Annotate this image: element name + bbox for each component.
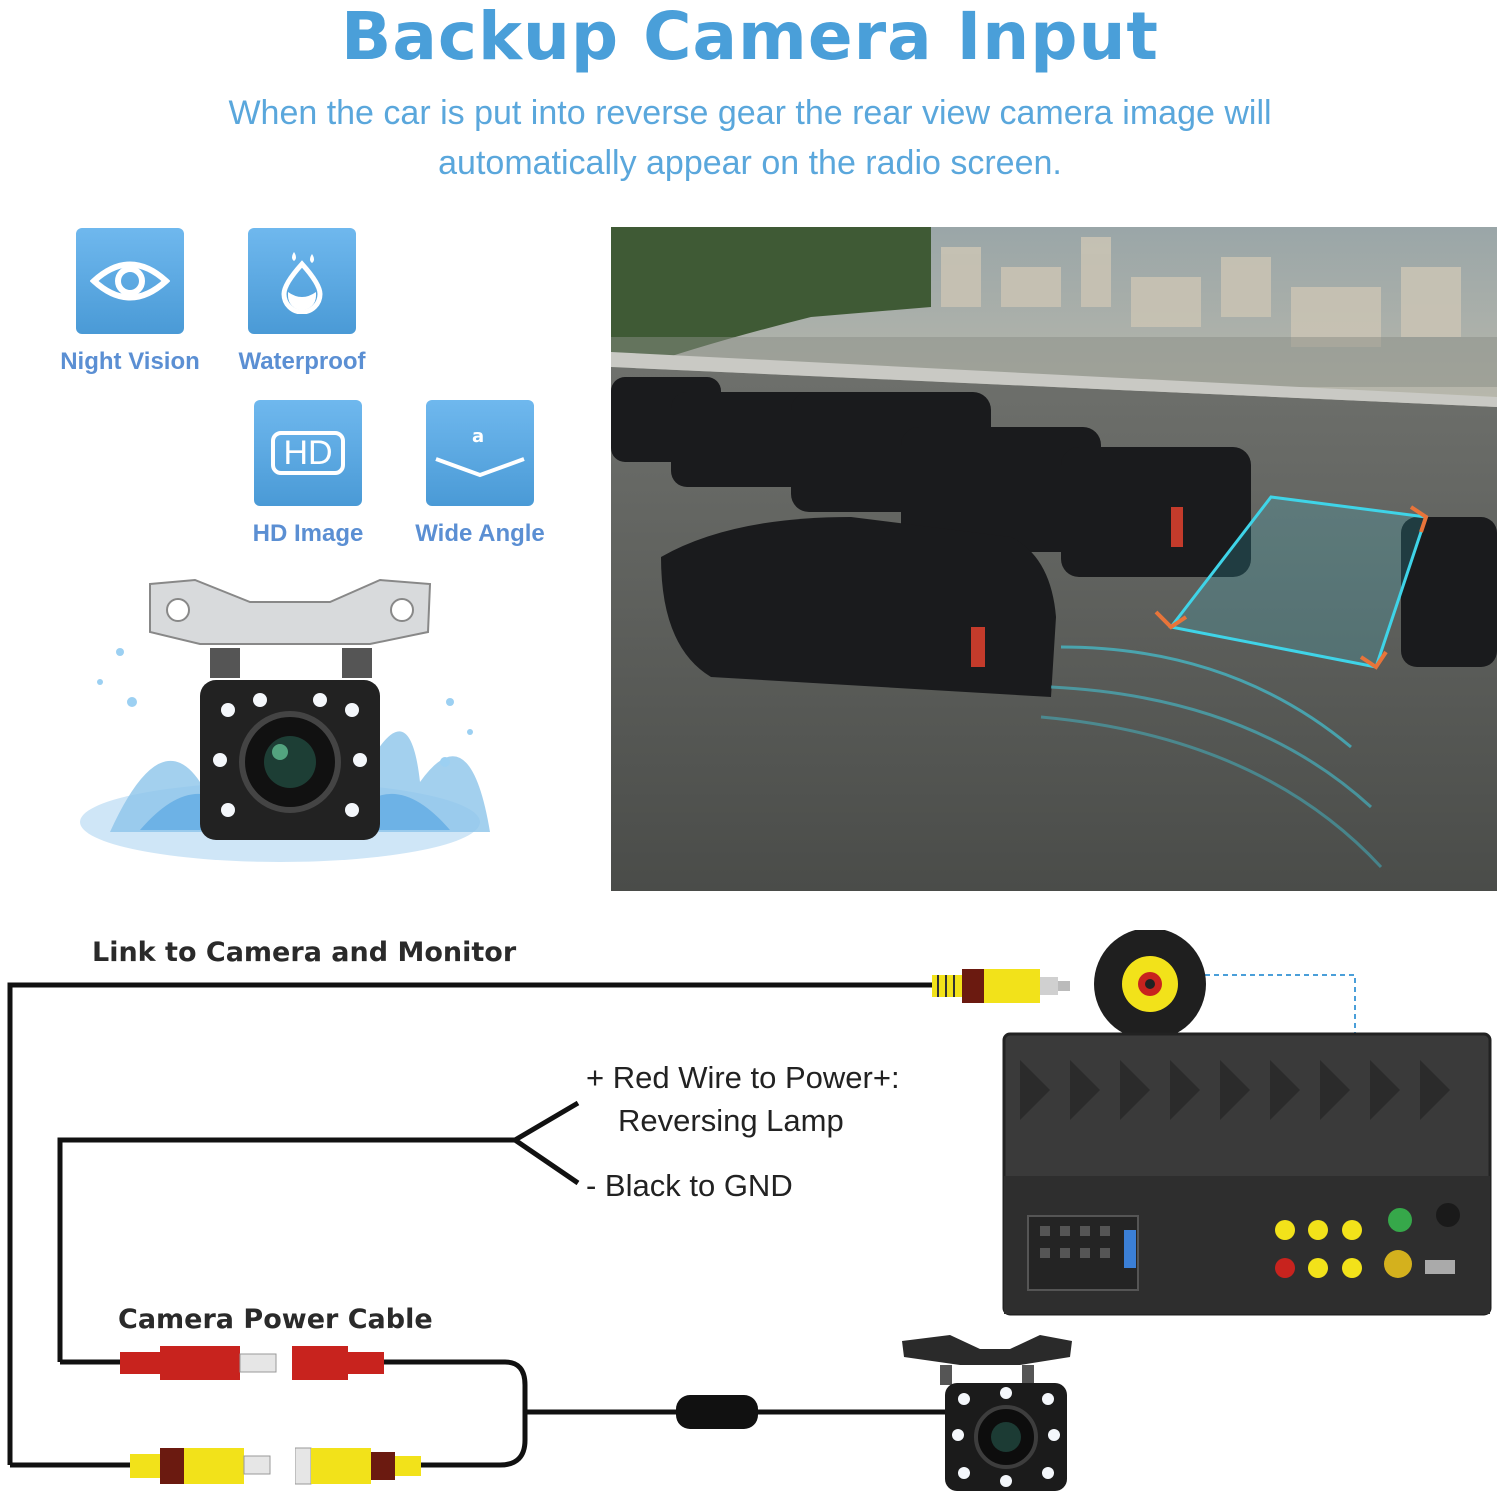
hd-badge: HD [271, 431, 345, 475]
feature-wide-angle: a Wide Angle [395, 400, 565, 548]
feature-label: Waterproof [238, 348, 366, 375]
hd-icon: HD [254, 400, 362, 506]
wide-angle-icon: a [426, 400, 534, 506]
car-radio-back-panel [1002, 930, 1492, 1316]
water-drop-icon [248, 228, 356, 334]
power-connector-male [120, 1346, 277, 1380]
feature-waterproof: Waterproof [217, 228, 387, 376]
feature-label: HD Image [252, 520, 364, 547]
feature-night-vision: Night Vision [45, 228, 215, 376]
power-connector-female [292, 1346, 384, 1380]
angle-glyph: a [472, 426, 485, 447]
backup-camera-small [902, 1335, 1072, 1491]
page-subtitle: When the car is put into reverse gear th… [130, 88, 1370, 188]
reverse-parking-scene [611, 227, 1497, 891]
subtitle-line-1: When the car is put into reverse gear th… [228, 94, 1272, 132]
rca-yellow-connector-bottom-right [295, 1447, 421, 1485]
video-cable-label: Link to Camera and Monitor [92, 937, 517, 968]
rca-yellow-connector-bottom-left [130, 1448, 271, 1484]
rca-yellow-connector-top [932, 969, 1070, 1003]
eye-icon [76, 228, 184, 334]
black-wire-label: - Black to GND [586, 1168, 793, 1203]
power-cable-label: Camera Power Cable [118, 1304, 433, 1335]
feature-label: Night Vision [60, 348, 200, 375]
subtitle-line-2: automatically appear on the radio screen… [438, 144, 1062, 182]
red-wire-label-line1: + Red Wire to Power+: [586, 1060, 900, 1095]
splash-camera-illustration [80, 578, 490, 862]
feature-label: Wide Angle [415, 520, 545, 547]
red-wire-label-line2: Reversing Lamp [618, 1103, 844, 1138]
feature-hd-image: HD HD Image [223, 400, 393, 548]
page-title: Backup Camera Input [341, 0, 1159, 75]
